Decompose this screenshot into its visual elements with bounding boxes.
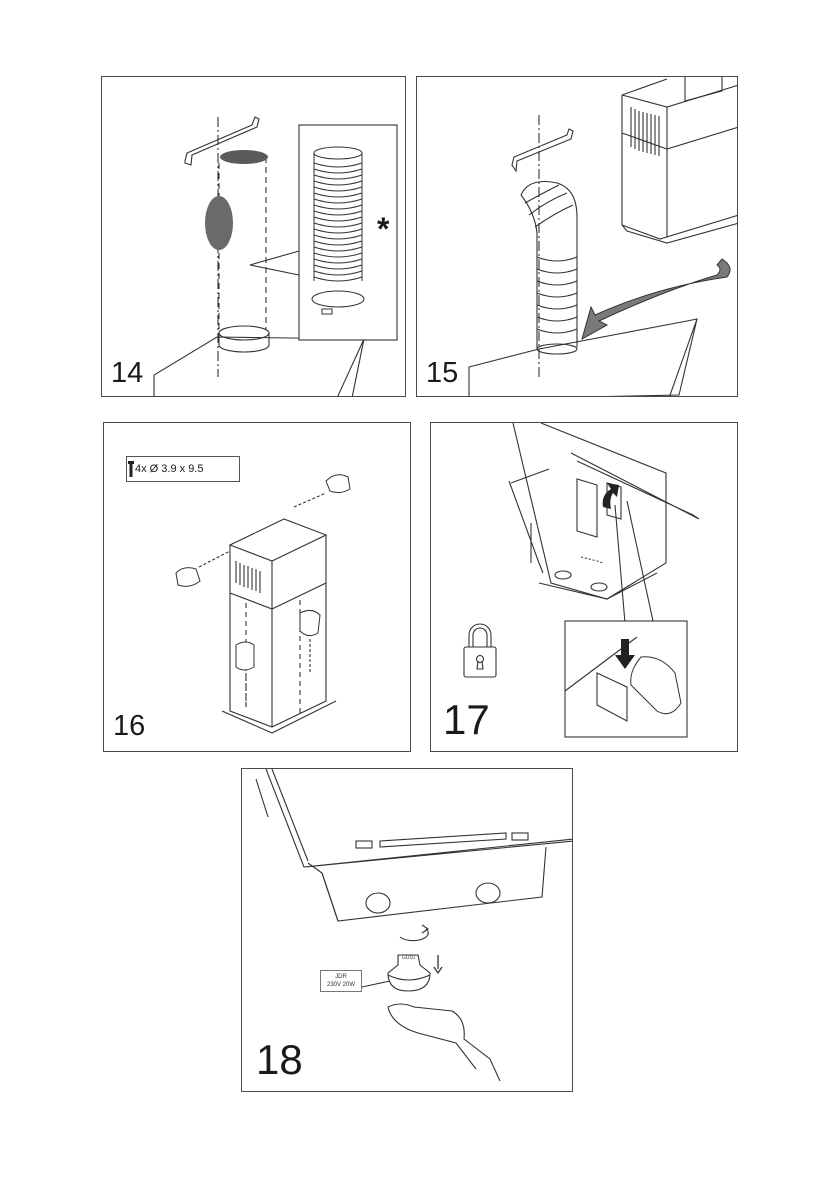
up-arrow-icon bbox=[603, 483, 619, 509]
bulb-rating-text: 230V 20W bbox=[321, 981, 361, 989]
screw-spec-text: 4x Ø 3.9 x 9.5 bbox=[135, 463, 203, 475]
step-number: 17 bbox=[443, 699, 490, 741]
rotate-icon bbox=[400, 929, 428, 941]
step-number: 15 bbox=[426, 359, 458, 388]
step-15-panel: 15 bbox=[416, 76, 738, 397]
bulb-type-text: JDR bbox=[321, 973, 361, 981]
step-18-panel: JDR 230V 20W GU10 18 bbox=[241, 768, 573, 1092]
step-number: 14 bbox=[111, 359, 143, 388]
optional-part-asterisk: * bbox=[377, 213, 389, 245]
step-number: 16 bbox=[113, 712, 145, 741]
step-14-illustration bbox=[102, 77, 406, 397]
screw-icon bbox=[127, 461, 135, 477]
step-15-illustration bbox=[417, 77, 738, 397]
step-16-panel: 4x Ø 3.9 x 9.5 16 bbox=[103, 422, 411, 752]
bulb-spec-label: JDR 230V 20W bbox=[320, 970, 362, 992]
step-17-panel: 17 bbox=[430, 422, 738, 752]
screw-spec-label: 4x Ø 3.9 x 9.5 bbox=[126, 456, 240, 482]
step-number: 18 bbox=[256, 1039, 303, 1081]
step-14-panel: 14 * bbox=[101, 76, 406, 397]
bulb-cap-text: GU10 bbox=[402, 955, 415, 961]
